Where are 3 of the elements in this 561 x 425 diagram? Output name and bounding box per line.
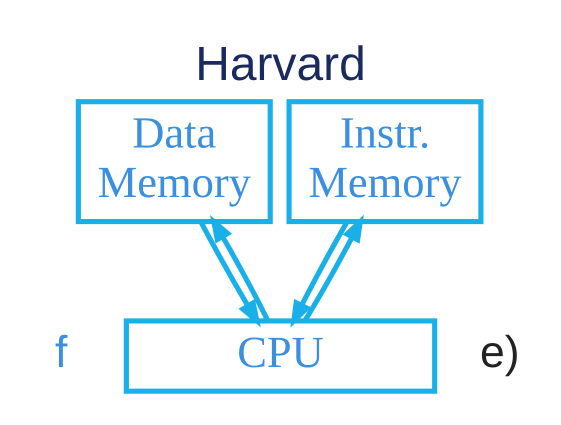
label: f	[55, 327, 68, 376]
label: e)	[480, 327, 520, 376]
diagram-title: Harvard	[195, 38, 366, 91]
